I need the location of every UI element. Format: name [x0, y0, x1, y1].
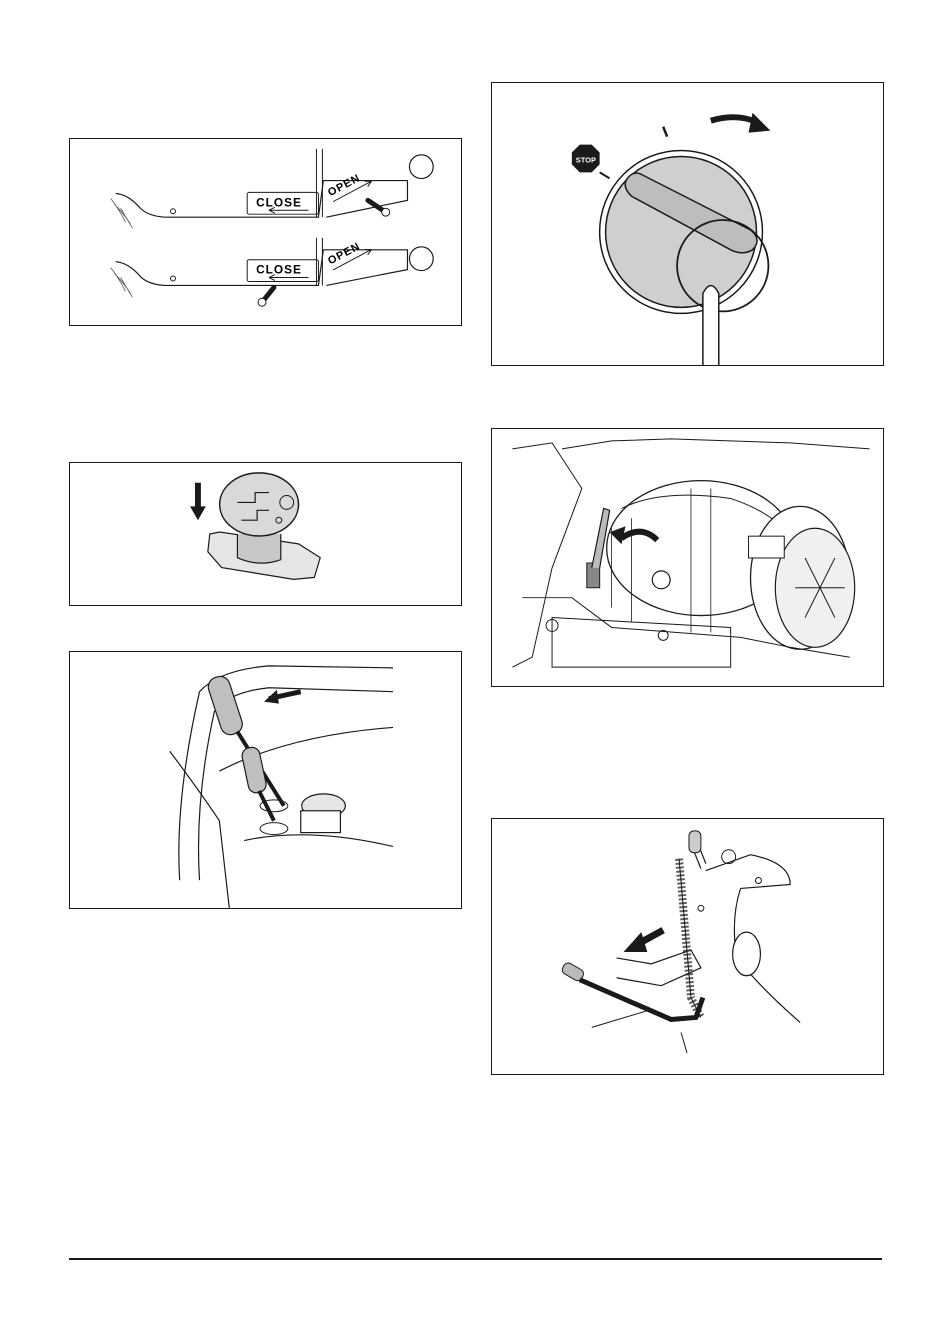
fuel-valve-illustration: CLOSE OPEN CLOSE OPEN	[70, 139, 461, 325]
engine-illustration	[492, 429, 883, 686]
valve-assembly-open: CLOSE OPEN	[111, 236, 408, 306]
figure-ignition-dial: STOP	[491, 82, 884, 366]
close-label-top: CLOSE	[256, 195, 302, 209]
figure-engine-choke	[491, 428, 884, 687]
down-arrow-icon	[190, 483, 206, 520]
ignition-dial-illustration: STOP	[492, 83, 883, 365]
forward-arrow-icon	[264, 690, 301, 704]
finger	[703, 286, 719, 365]
pull-arrow-icon	[624, 930, 664, 952]
figure-pto-switch	[69, 462, 462, 606]
choke-lever	[592, 508, 610, 568]
lever-handle	[206, 674, 245, 737]
stop-sign-icon: STOP	[572, 145, 600, 173]
clockwise-arrow-icon	[711, 113, 771, 133]
figure-fuel-valve: CLOSE OPEN CLOSE OPEN	[69, 138, 462, 326]
figure-brake-lever	[491, 818, 884, 1075]
close-label-bottom: CLOSE	[256, 263, 302, 277]
stop-label: STOP	[576, 155, 596, 164]
open-label-top: OPEN	[326, 172, 362, 199]
pto-switch-illustration	[70, 463, 461, 605]
brake-lever-illustration	[492, 819, 883, 1074]
valve-assembly-closed: CLOSE OPEN	[111, 149, 408, 228]
callout-circle-bottom	[409, 247, 433, 271]
callout-circle-top	[409, 155, 433, 179]
lever-illustration	[70, 652, 461, 908]
open-label-bottom: OPEN	[326, 240, 362, 267]
figure-lever	[69, 651, 462, 909]
footer-rule	[69, 1258, 882, 1260]
